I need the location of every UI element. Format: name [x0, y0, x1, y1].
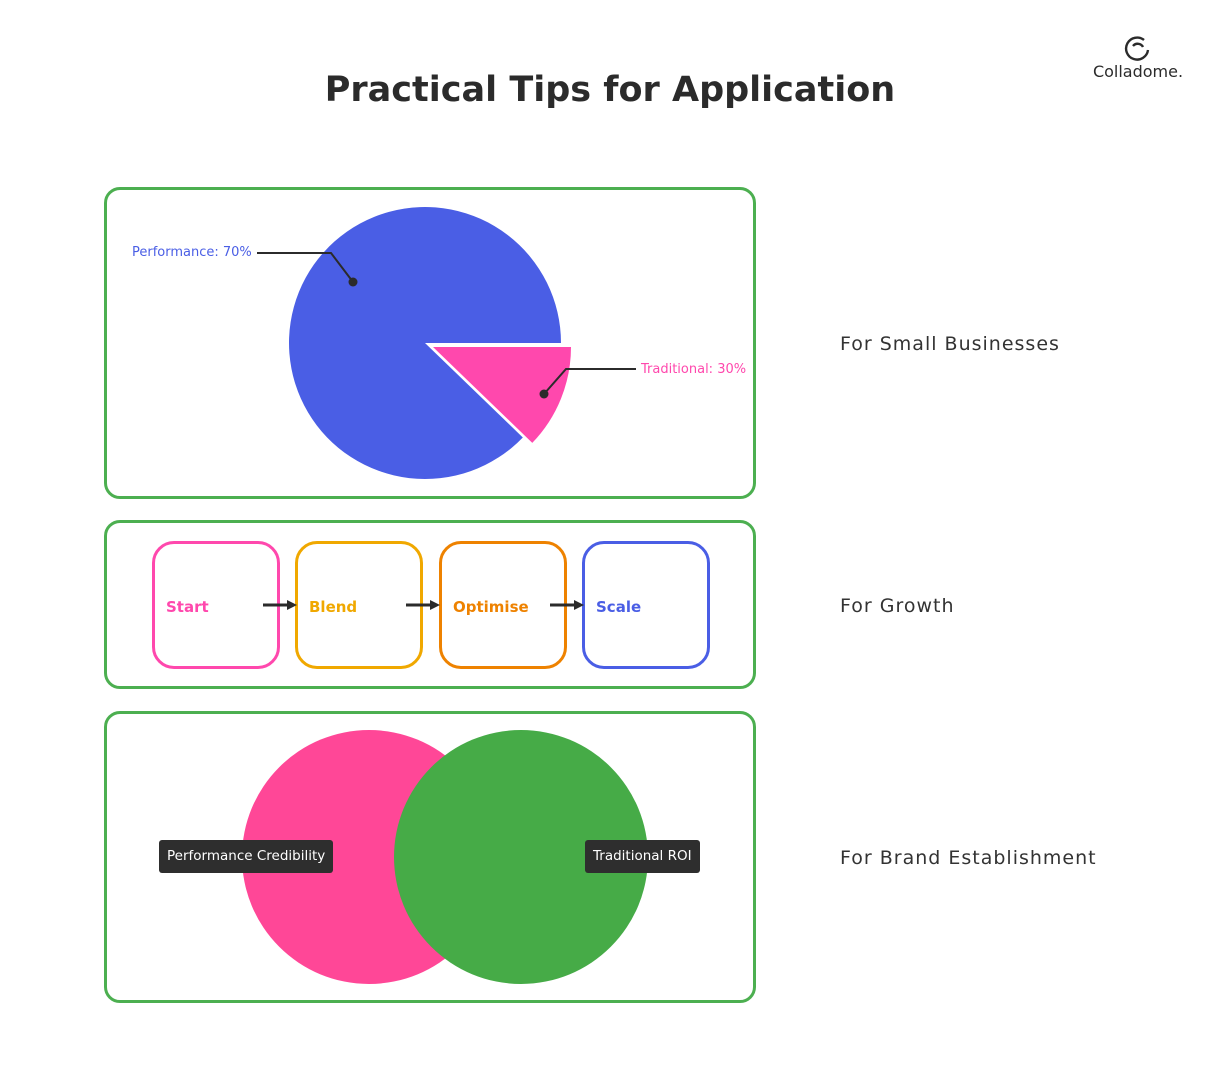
flow-step-blend: Blend	[295, 541, 423, 669]
flow-step-label: Blend	[309, 598, 358, 616]
pie-slice-performance	[288, 207, 561, 479]
leader-dot-traditional	[539, 389, 549, 399]
leader-line-traditional	[543, 368, 636, 395]
flow-step-scale: Scale	[582, 541, 710, 669]
logo: Colladome.	[1088, 34, 1188, 81]
pie-label-performance: Performance: 70%	[132, 245, 252, 260]
venn-circle-traditional	[394, 730, 648, 984]
logo-text: Colladome.	[1092, 62, 1184, 81]
pie-panel	[104, 187, 756, 499]
logo-icon	[1124, 36, 1150, 61]
pie-slice-traditional	[433, 347, 571, 443]
section-label-growth: For Growth	[840, 595, 955, 617]
page-title: Practical Tips for Application	[324, 70, 896, 110]
arrow-right-icon	[406, 600, 440, 610]
flow-step-optimise: Optimise	[439, 541, 567, 669]
venn-diagram	[242, 730, 648, 984]
section-label-small-businesses: For Small Businesses	[840, 333, 1060, 355]
leader-line-performance	[257, 252, 354, 283]
arrow-right-icon	[263, 600, 297, 610]
section-label-brand-establishment: For Brand Establishment	[840, 847, 1097, 869]
leader-dot-performance	[348, 277, 358, 287]
pie-chart	[257, 207, 636, 479]
flow-step-label: Scale	[596, 598, 642, 616]
flow-step-start: Start	[152, 541, 280, 669]
flow-step-label: Optimise	[453, 598, 529, 616]
venn-panel	[104, 711, 756, 1003]
venn-label-performance-credibility: Performance Credibility	[159, 840, 334, 873]
venn-label-traditional-roi: Traditional ROI	[585, 840, 700, 873]
pie-label-traditional: Traditional: 30%	[641, 362, 747, 377]
flow-step-label: Start	[166, 598, 209, 616]
flow-panel	[104, 520, 756, 689]
arrow-right-icon	[550, 600, 584, 610]
